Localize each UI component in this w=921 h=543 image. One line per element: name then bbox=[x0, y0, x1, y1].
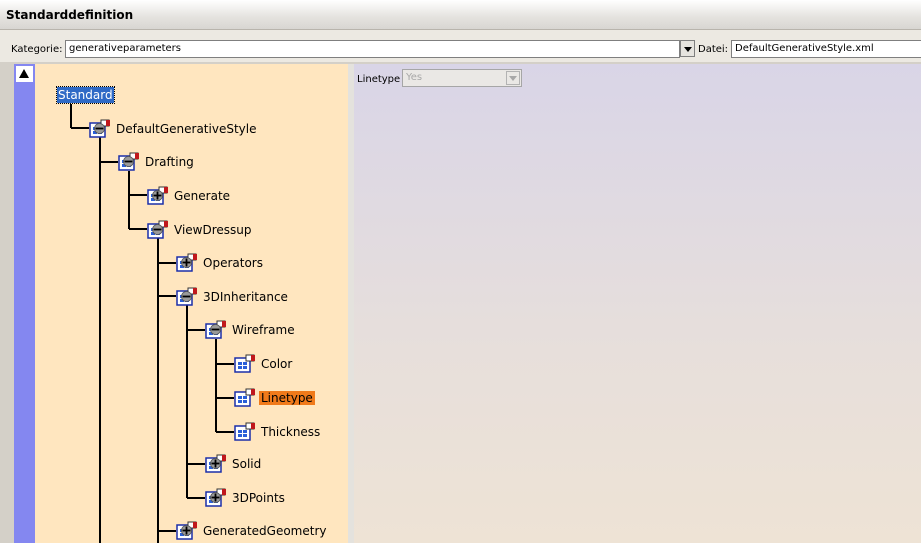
toolbar: Kategorie: generativeparameters Datei: D… bbox=[0, 30, 921, 62]
tree-node-label[interactable]: Drafting bbox=[145, 155, 194, 169]
minus-toggle-icon[interactable] bbox=[123, 156, 134, 167]
minus-toggle-icon[interactable] bbox=[210, 324, 221, 335]
tree-node-label[interactable]: Solid bbox=[232, 457, 262, 471]
kategorie-dropdown-button[interactable] bbox=[680, 40, 695, 57]
blueprint-document-icon bbox=[234, 422, 256, 442]
tree-connector-lines bbox=[70, 104, 234, 543]
datei-label: Datei: bbox=[698, 44, 729, 55]
linetype-label: Linetype bbox=[357, 74, 401, 85]
tree-node-label[interactable]: GeneratedGeometry bbox=[203, 524, 327, 538]
datei-field[interactable]: DefaultGenerativeStyle.xml bbox=[731, 40, 921, 58]
blueprint-document-icon bbox=[234, 354, 256, 374]
chevron-down-icon[interactable] bbox=[506, 71, 520, 85]
tree-node-label[interactable]: Generate bbox=[174, 189, 231, 203]
datei-value: DefaultGenerativeStyle.xml bbox=[735, 43, 874, 54]
kategorie-value: generativeparameters bbox=[69, 43, 182, 54]
panel-divider[interactable] bbox=[348, 64, 354, 543]
tree-node-label[interactable]: 3DPoints bbox=[232, 491, 285, 505]
tree-node-label[interactable]: DefaultGenerativeStyle bbox=[116, 122, 257, 136]
linetype-select[interactable]: Yes bbox=[402, 69, 522, 87]
tree-node-label[interactable]: 3DInheritance bbox=[203, 290, 288, 304]
tree-scrollbar[interactable] bbox=[14, 64, 35, 543]
properties-panel: Linetype Yes bbox=[354, 64, 921, 543]
kategorie-label: Kategorie: bbox=[11, 44, 63, 55]
tree-node-label[interactable]: Thickness bbox=[261, 425, 321, 439]
scroll-up-button[interactable] bbox=[16, 66, 33, 82]
plus-toggle-icon[interactable] bbox=[210, 458, 221, 469]
blueprint-document-icon bbox=[234, 388, 256, 408]
tree-node-label[interactable]: Linetype bbox=[259, 391, 315, 405]
tree-node-label[interactable]: Operators bbox=[203, 256, 263, 270]
plus-toggle-icon[interactable] bbox=[210, 492, 221, 503]
plus-toggle-icon[interactable] bbox=[152, 190, 163, 201]
tree-node-label[interactable]: Wireframe bbox=[232, 323, 295, 337]
minus-toggle-icon[interactable] bbox=[181, 291, 192, 302]
tree-node-label[interactable]: Color bbox=[261, 357, 293, 371]
kategorie-combo[interactable]: generativeparameters bbox=[65, 40, 680, 58]
minus-toggle-icon[interactable] bbox=[152, 224, 163, 235]
window-title: Standarddefinition bbox=[6, 8, 134, 22]
plus-toggle-icon[interactable] bbox=[181, 525, 192, 536]
tree-root-standard[interactable]: Standard bbox=[56, 86, 115, 104]
minus-toggle-icon[interactable] bbox=[94, 123, 105, 134]
plus-toggle-icon[interactable] bbox=[181, 257, 192, 268]
title-bar: Standarddefinition bbox=[0, 0, 921, 30]
linetype-value: Yes bbox=[406, 72, 423, 83]
tree-node-label[interactable]: ViewDressup bbox=[174, 223, 252, 237]
